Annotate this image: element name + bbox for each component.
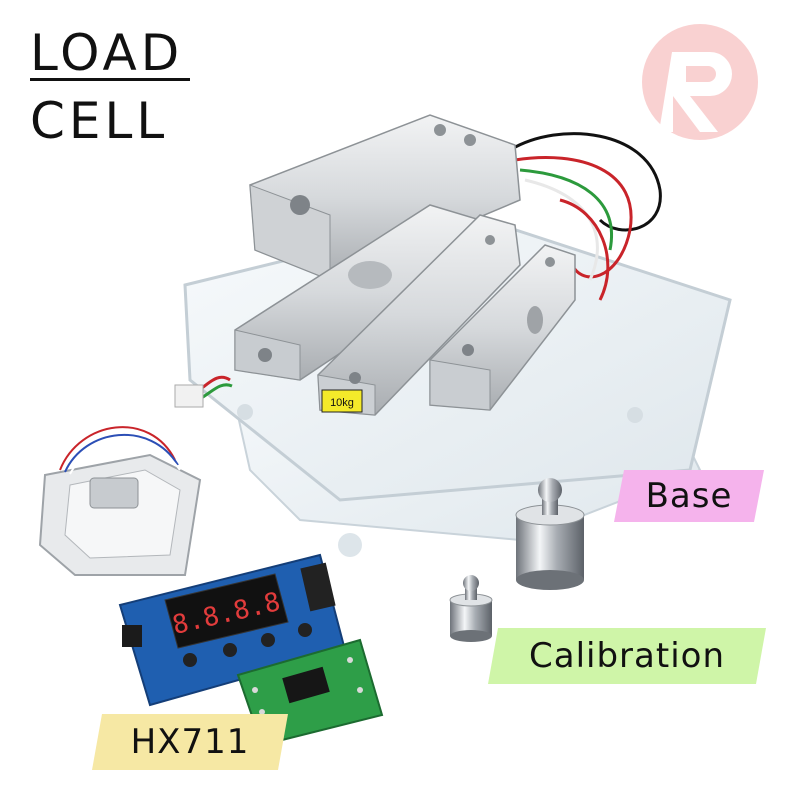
capacity-label: 10kg [330,397,354,409]
title-line-1: LOAD [30,24,184,82]
title-line-2: CELL [30,92,169,150]
base-label: Base [614,470,764,522]
front-load-cell [429,244,576,411]
display-controller-board: 8.8.8.8 [118,553,347,707]
load-cell-10kg: 10kg [317,214,521,416]
large-load-cell [249,114,521,281]
calibration-weight-small [449,575,493,642]
body-scale-sensor [38,426,202,576]
medium-load-cell [234,204,481,381]
brand-logo-icon [642,24,758,140]
title-underline [30,78,190,81]
wire-connector [174,384,204,408]
calibration-weight-large [515,478,585,590]
hx711-label: HX711 [92,714,288,770]
calibration-label: Calibration [488,628,766,684]
